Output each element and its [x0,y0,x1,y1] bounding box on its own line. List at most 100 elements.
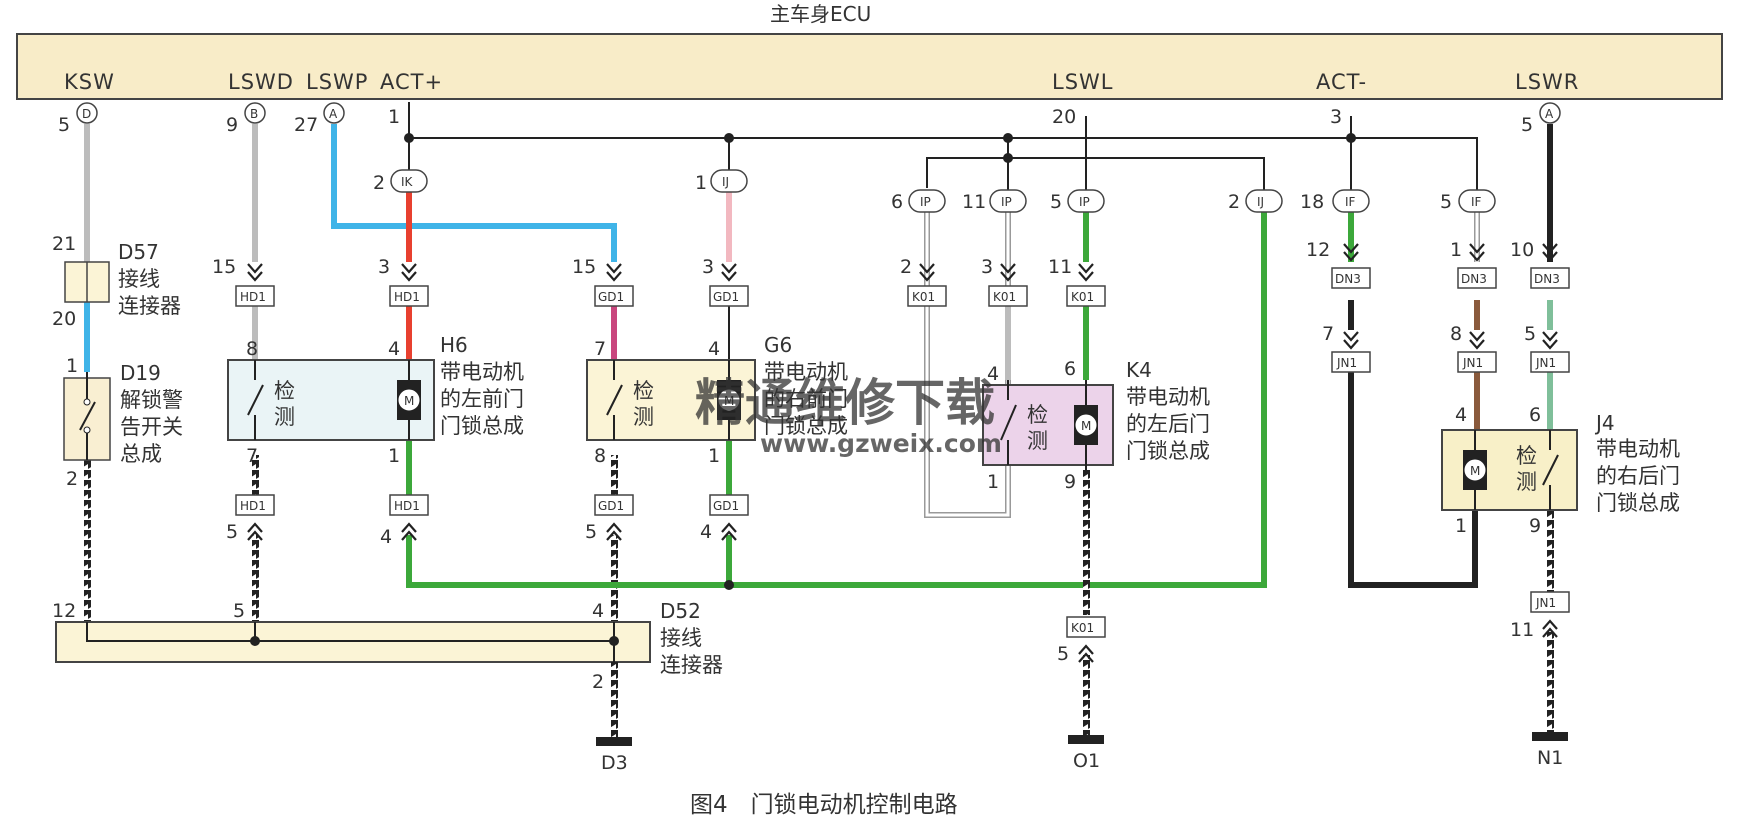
oval-label: IJ [1257,195,1264,209]
oval-if [1332,189,1370,213]
grounds: D3 O1 N1 [596,732,1568,774]
signal-act-minus: ACT- [1316,70,1367,94]
chevron-down-icon [1343,243,1359,254]
connector-label: DN3 [1534,272,1560,286]
component-desc: 门锁总成 [1126,439,1210,463]
pin-label: 4 [708,338,720,360]
pin-label: 8 [246,338,258,360]
signal-lswr: LSWR [1515,70,1579,94]
component-desc: 门锁总成 [1596,491,1680,515]
chevron-down-icon [1469,251,1485,262]
junction-dot [1003,153,1013,163]
component-g6: 检 测 M 7 4 8 1 G6 带电动机 的右前门 门锁总成 [586,333,848,467]
chevron-down-icon [247,271,263,282]
connector-label: K01 [1071,290,1094,304]
component-id: D57 [118,240,159,264]
chevron-down-icon [919,271,935,282]
pin-label: 9 [226,114,238,136]
component-desc: 接线 [660,626,702,650]
pin-label: 4 [380,526,392,548]
pin-circle-b [244,102,266,124]
j4-box [1441,429,1578,511]
junction-dot [1346,133,1356,143]
pin-label: 5 [1050,191,1062,213]
wire-g6-twisted1 [611,455,618,495]
pin-label: 7 [1322,323,1334,345]
pin-label: 20 [52,308,76,330]
connector-label: JN1 [1535,596,1556,610]
chevron-up-icon [247,530,263,541]
connector-gd1 [709,494,749,516]
component-desc: 解锁警 [120,388,183,412]
connector-label: K01 [912,290,935,304]
connector-label: HD1 [394,290,420,304]
oval-ij [710,169,748,193]
pin-circle-label: A [1545,107,1554,121]
connector-k01 [1066,285,1106,307]
ground-icon [1532,732,1568,741]
switch-icon [1000,404,1017,441]
motor-label: M [1081,419,1091,433]
pin-label: 12 [1306,239,1330,261]
oval-label: IP [920,195,931,209]
connector-gd1 [594,285,634,307]
wire-h6-twisted2 [252,535,259,635]
connector-label: GD1 [713,290,739,304]
pin-label: 4 [1455,404,1467,426]
connector-k01 [1066,616,1106,638]
chevron-down-icon [1542,331,1558,342]
wire-j4-twisted2 [1547,632,1554,732]
chevron-up-icon [401,530,417,541]
component-desc: 带电动机 [764,360,848,384]
component-id: K4 [1126,358,1152,382]
connector-hd1 [235,494,275,516]
chevron-up-icon [1078,644,1094,655]
component-desc: 总成 [120,442,162,466]
junction-connectors: IK 2 IJ 1 IP 6 IP 11 IP 5 IJ 2 IF 18 IF … [373,169,1496,213]
motor-icon [1463,458,1487,482]
pin-label: 1 [388,445,400,467]
connector-label: JN1 [1336,356,1357,370]
watermark-text: 精通维修下载 [695,374,995,432]
chevron-down-icon [1469,243,1485,254]
chevron-down-icon [401,263,417,274]
pin-circle-a [323,102,345,124]
chevron-up-icon [721,530,737,541]
junction-dot [609,636,619,646]
chevron-down-icon [1078,271,1094,282]
switch-icon [247,384,264,416]
pin-label: 2 [1228,191,1240,213]
signal-ksw: KSW [64,70,115,94]
switch-contact [83,398,91,406]
oval-ip [1067,189,1105,213]
chevron-down-icon [401,271,417,282]
pin-label: 4 [388,338,400,360]
pin-label: 3 [1330,106,1342,128]
component-d19: 1 2 D19 解锁警 告开关 总成 [63,355,183,490]
component-id: H6 [440,333,468,357]
component-desc: 的右后门 [1596,464,1680,488]
connector-k01 [988,285,1028,307]
chevron-down-icon [1343,331,1359,342]
component-id: D52 [660,599,701,623]
motor-label: M [1470,464,1480,478]
chevron-down-icon [1000,263,1016,274]
pin-circle-label: A [329,107,338,121]
detect-label: 测 [1516,470,1537,494]
main-body-ecu: 主车身ECU KSW LSWD LSWP ACT+ LSWL ACT- LSWR [16,2,1723,100]
connector-label: GD1 [713,499,739,513]
pin-circle-d [76,102,98,124]
component-k4: 检 测 M 4 1 6 9 K4 带电动机 的左后门 门锁总成 [982,358,1210,493]
wire-d52-twisted [611,662,618,737]
pin-label: 5 [1521,114,1533,136]
oval-ij [1245,189,1283,213]
chevron-down-icon [1343,251,1359,262]
pin-label: 2 [592,671,604,693]
connector-label: HD1 [394,499,420,513]
detect-label: 检 [274,379,295,403]
rect-connectors: HD1 HD1 GD1 GD1 K01 K01 K01 DN3 DN3 DN3 … [235,267,1570,638]
wire-j4-twisted1 [1547,510,1554,592]
component-desc: 连接器 [118,294,181,318]
watermark-url: www.gzweix.com [760,429,1002,458]
wire-k4-twisted1 [1083,470,1090,615]
